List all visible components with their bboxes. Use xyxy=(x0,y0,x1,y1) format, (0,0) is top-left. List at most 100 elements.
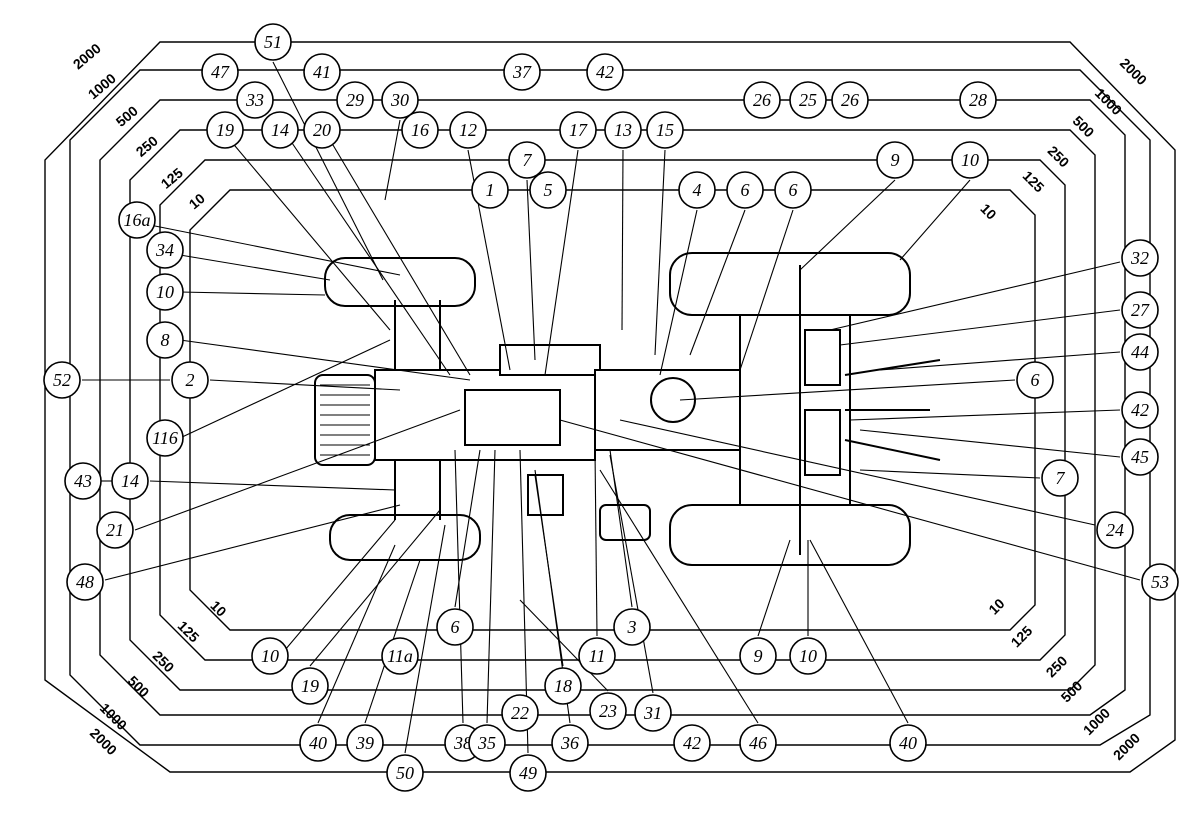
callout-116: 116 xyxy=(146,419,184,457)
leader-line xyxy=(526,179,536,361)
ring-label-125: 125 xyxy=(158,164,186,191)
callout-label: 16a xyxy=(124,210,151,230)
callout-label: 28 xyxy=(969,90,987,110)
callout-13: 13 xyxy=(604,111,642,149)
callout-label: 9 xyxy=(891,150,900,170)
ring-label-500: 500 xyxy=(113,102,141,129)
leader-line xyxy=(679,379,1016,401)
callout-6: 6 xyxy=(436,608,474,646)
leader-line xyxy=(229,139,391,331)
callout-label: 7 xyxy=(1056,468,1066,488)
callout-label: 6 xyxy=(451,617,460,637)
tractor-outline xyxy=(314,252,941,566)
callout-20: 20 xyxy=(303,111,341,149)
callout-14: 14 xyxy=(261,111,299,149)
callout-45: 45 xyxy=(1121,438,1159,476)
callout-label: 48 xyxy=(76,572,94,592)
callout-37: 37 xyxy=(503,53,541,91)
ring-label-125: 125 xyxy=(1020,168,1048,196)
leader-line xyxy=(179,291,326,296)
callout-label: 21 xyxy=(106,520,124,540)
leader-line xyxy=(272,61,384,281)
callout-label: 31 xyxy=(643,703,662,723)
leader-line xyxy=(309,509,441,667)
callout-11: 11 xyxy=(578,637,616,675)
service-interval-rings xyxy=(44,41,1176,773)
leader-line xyxy=(486,449,496,724)
leader-line xyxy=(849,409,1121,421)
callout-label: 35 xyxy=(477,733,496,753)
callout-label: 40 xyxy=(309,733,327,753)
callout-label: 53 xyxy=(1151,572,1169,592)
callout-label: 10 xyxy=(156,282,174,302)
callout-10: 10 xyxy=(146,273,184,311)
callout-label: 30 xyxy=(390,90,409,110)
callout-10: 10 xyxy=(951,141,989,179)
callout-14: 14 xyxy=(111,462,149,500)
leader-line xyxy=(454,449,464,724)
callout-18: 18 xyxy=(544,667,582,705)
leader-line xyxy=(179,339,391,439)
callout-6: 6 xyxy=(726,171,764,209)
callout-label: 11 xyxy=(589,646,606,666)
front-wheel-bottom xyxy=(329,514,481,561)
callout-label: 39 xyxy=(355,733,374,753)
leader-line xyxy=(519,599,609,692)
ring-label-1000: 1000 xyxy=(85,70,119,102)
callout-16: 16 xyxy=(401,111,439,149)
callout-33: 33 xyxy=(236,81,274,119)
callout-label: 42 xyxy=(596,62,614,82)
callout-26: 26 xyxy=(831,81,869,119)
callout-label: 45 xyxy=(1131,447,1149,467)
leader-lines xyxy=(82,61,1141,754)
ring-label-125: 125 xyxy=(175,618,203,646)
ring-label-2000: 2000 xyxy=(1110,730,1143,763)
leader-line xyxy=(179,254,331,281)
callout-label: 36 xyxy=(560,733,579,753)
callout-5: 5 xyxy=(529,171,567,209)
leader-line xyxy=(594,449,598,637)
callout-10: 10 xyxy=(251,637,289,675)
callout-label: 11a xyxy=(387,646,413,666)
callout-19: 19 xyxy=(291,667,329,705)
callout-label: 1 xyxy=(486,180,495,200)
callout-52: 52 xyxy=(43,361,81,399)
callout-16a: 16a xyxy=(118,201,156,239)
callout-label: 32 xyxy=(1130,248,1149,268)
callout-label: 12 xyxy=(459,120,477,140)
callout-47: 47 xyxy=(201,53,239,91)
callout-label: 26 xyxy=(753,90,771,110)
leader-line xyxy=(899,179,971,261)
leader-line xyxy=(317,544,396,724)
callout-label: 6 xyxy=(789,180,798,200)
ring-label-125: 125 xyxy=(1008,622,1036,650)
ring-label-10: 10 xyxy=(207,597,229,619)
callout-19: 19 xyxy=(206,111,244,149)
callout-40: 40 xyxy=(889,724,927,762)
ring-2000 xyxy=(44,41,1176,773)
callout-label: 10 xyxy=(799,646,817,666)
leader-line xyxy=(544,149,579,376)
callout-label: 15 xyxy=(656,120,674,140)
callout-43: 43 xyxy=(64,462,102,500)
callout-9: 9 xyxy=(876,141,914,179)
callout-26: 26 xyxy=(743,81,781,119)
ring-1000 xyxy=(69,69,1151,746)
leader-line xyxy=(829,261,1121,331)
ring-10 xyxy=(189,189,1036,631)
leader-line xyxy=(879,351,1121,371)
rear-wheel-top xyxy=(669,252,911,316)
callout-label: 7 xyxy=(523,150,533,170)
callout-27: 27 xyxy=(1121,291,1159,329)
leader-line xyxy=(619,419,1096,526)
front-wheel-top xyxy=(324,257,476,307)
leader-line xyxy=(329,139,471,376)
callout-42: 42 xyxy=(1121,391,1159,429)
leader-line xyxy=(289,139,451,376)
ring-label-500: 500 xyxy=(1070,113,1098,141)
callout-label: 10 xyxy=(261,646,279,666)
ring-label-10: 10 xyxy=(186,190,208,212)
callout-24: 24 xyxy=(1096,511,1134,549)
callout-3: 3 xyxy=(613,608,651,646)
